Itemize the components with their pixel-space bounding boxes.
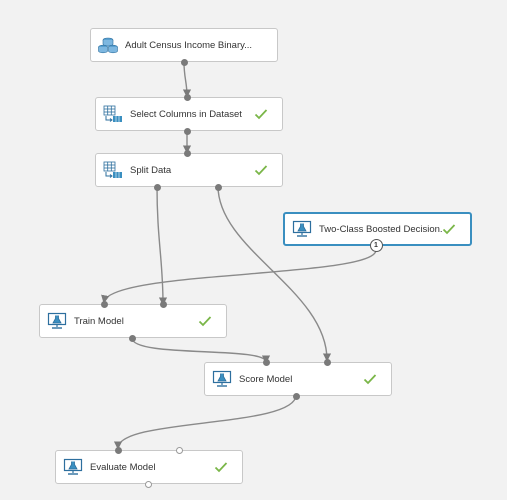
completed-check-icon	[214, 462, 228, 473]
node-label: Adult Census Income Binary...	[125, 39, 253, 51]
node-adult-census[interactable]: Adult Census Income Binary...	[90, 28, 278, 62]
input-port-left[interactable]	[114, 446, 122, 454]
node-label: Split Data	[130, 164, 172, 176]
output-port-left[interactable]	[153, 183, 161, 191]
output-port[interactable]	[292, 392, 300, 400]
node-label: Select Columns in Dataset	[130, 108, 242, 120]
table-transform-icon	[102, 103, 124, 125]
node-score-model[interactable]: Score Model	[204, 362, 392, 396]
completed-check-icon	[198, 316, 212, 327]
completed-check-icon	[363, 374, 377, 385]
wire-train-to-score[interactable]	[131, 337, 271, 364]
node-label: Two-Class Boosted Decision...	[319, 223, 442, 235]
node-evaluate-model[interactable]: Evaluate Model	[55, 450, 243, 484]
completed-check-icon	[254, 109, 268, 120]
model-flask-icon	[211, 368, 233, 390]
output-port[interactable]	[183, 127, 191, 135]
input-port[interactable]	[183, 93, 191, 101]
dataset-icon	[97, 34, 119, 56]
model-flask-icon	[62, 456, 84, 478]
input-port-right-empty[interactable]	[175, 446, 183, 454]
node-select-columns[interactable]: Select Columns in Dataset	[95, 97, 283, 131]
output-port-right[interactable]	[214, 183, 222, 191]
completed-check-icon	[254, 165, 268, 176]
wire-census-to-select[interactable]	[182, 61, 192, 98]
node-label: Score Model	[239, 373, 293, 385]
node-label: Evaluate Model	[90, 461, 156, 473]
wire-split-to-train[interactable]	[156, 185, 168, 306]
input-port-right[interactable]	[323, 358, 331, 366]
model-flask-icon	[46, 310, 68, 332]
node-label: Train Model	[74, 315, 124, 327]
wire-score-to-evaluate[interactable]	[113, 394, 297, 450]
node-train-model[interactable]: Train Model	[39, 304, 227, 338]
completed-check-icon	[442, 224, 456, 235]
output-port-badge[interactable]: 1	[369, 238, 383, 252]
input-port-left[interactable]	[100, 300, 108, 308]
input-port[interactable]	[183, 149, 191, 157]
output-port[interactable]	[128, 334, 136, 342]
node-split-data[interactable]: Split Data	[95, 153, 283, 187]
model-flask-icon	[291, 218, 313, 240]
output-port[interactable]	[180, 58, 188, 66]
wire-twoclass-to-train[interactable]	[101, 249, 377, 304]
output-port-empty[interactable]	[144, 480, 152, 488]
input-port-left[interactable]	[262, 358, 270, 366]
table-transform-icon	[102, 159, 124, 181]
input-port-right[interactable]	[159, 300, 167, 308]
